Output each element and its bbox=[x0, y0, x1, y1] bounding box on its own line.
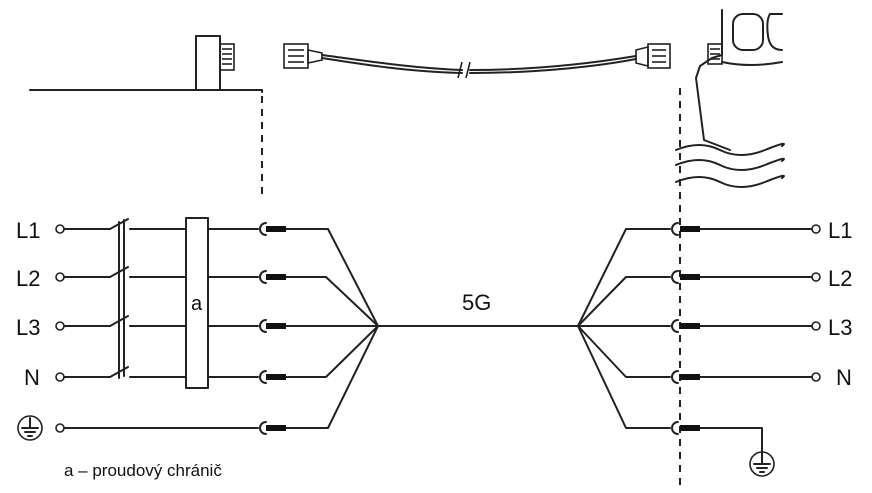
plug-connector-icon bbox=[283, 43, 671, 79]
ground-icon bbox=[17, 415, 259, 441]
svg-text:L2: L2 bbox=[828, 266, 852, 291]
cable-5g: 5G bbox=[377, 290, 579, 327]
svg-text:L1: L1 bbox=[828, 218, 852, 243]
right-terminal-L2: L2 bbox=[811, 266, 852, 291]
wall-socket bbox=[29, 35, 263, 93]
svg-text:L1: L1 bbox=[16, 218, 40, 243]
left-terminal-N: N bbox=[24, 365, 111, 390]
right-terminal-L1: L1 bbox=[811, 218, 852, 243]
right-terminal-L3: L3 bbox=[811, 315, 852, 340]
washing-machine-icon bbox=[675, 9, 785, 188]
left-terminal-L2: L2 bbox=[16, 266, 111, 291]
main-switch bbox=[109, 218, 187, 379]
svg-text:L3: L3 bbox=[16, 315, 40, 340]
svg-text:L3: L3 bbox=[828, 315, 852, 340]
svg-text:N: N bbox=[836, 365, 852, 390]
svg-text:N: N bbox=[24, 365, 40, 390]
left-terminal-L1: L1 bbox=[16, 218, 111, 243]
svg-text:L2: L2 bbox=[16, 266, 40, 291]
right-connectors bbox=[577, 222, 813, 453]
left-connectors bbox=[207, 222, 379, 435]
right-terminal-N: N bbox=[811, 365, 852, 390]
legend: a – proudový chránič bbox=[64, 461, 222, 480]
svg-text:a: a bbox=[191, 293, 203, 315]
svg-text:5G: 5G bbox=[462, 290, 491, 315]
rcd-box: a bbox=[185, 217, 209, 389]
ground-icon bbox=[749, 451, 775, 477]
left-terminal-L3: L3 bbox=[16, 315, 111, 340]
